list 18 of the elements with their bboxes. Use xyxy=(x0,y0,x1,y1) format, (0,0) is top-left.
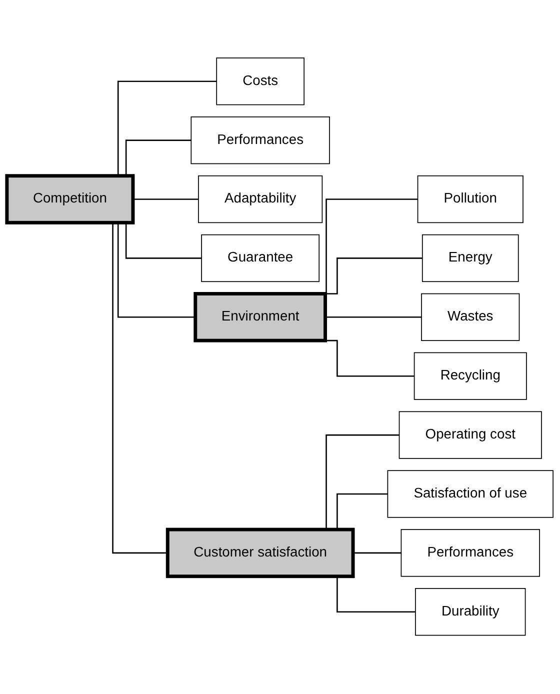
node-box: Recycling xyxy=(414,352,527,400)
node-box: Satisfaction of use xyxy=(387,470,554,518)
connector xyxy=(325,316,422,318)
node-box: Durability xyxy=(415,588,526,636)
node-box: Guarantee xyxy=(201,234,320,282)
node-box: Pollution xyxy=(417,176,524,224)
connector xyxy=(353,552,402,554)
node-box: Adaptability xyxy=(198,176,323,224)
node-box: Environment xyxy=(194,292,327,343)
node-box: Performances xyxy=(400,529,540,578)
node-box: Customer satisfaction xyxy=(166,528,355,578)
connector xyxy=(132,198,198,200)
node-box: Energy xyxy=(422,234,519,282)
node-box: Operating cost xyxy=(398,412,542,460)
node-box: Performances xyxy=(190,116,330,164)
node-box: Costs xyxy=(216,58,304,106)
node-box: Wastes xyxy=(421,294,520,342)
node-box: Competition xyxy=(5,174,135,225)
